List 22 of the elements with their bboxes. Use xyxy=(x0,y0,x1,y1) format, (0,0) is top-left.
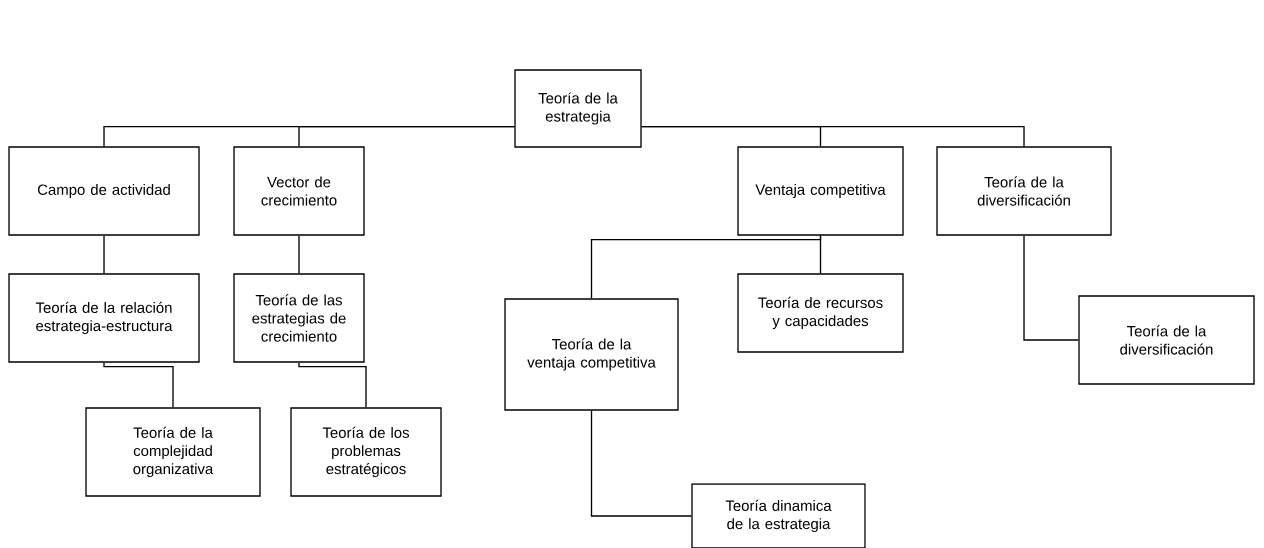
box: Teoría de la estrategia xyxy=(514,69,642,148)
box: Ventaja competitiva xyxy=(737,146,904,236)
box: Teoría dinamica de la estrategia xyxy=(691,483,866,548)
connector-line xyxy=(819,235,822,274)
connector-line xyxy=(1023,235,1079,341)
box: Teoría de la diversificación xyxy=(1078,295,1255,385)
box: Teoría de la relación estrategia-estructura xyxy=(8,273,200,363)
connector-line xyxy=(298,362,367,408)
box: Teoría de las estrategias de crecimiento xyxy=(233,273,365,363)
box: Teoría de los problemas estratégicos xyxy=(290,407,442,497)
box: Teoría de recursos y capacidades xyxy=(737,273,904,353)
box: Teoría de la diversificación xyxy=(936,146,1112,236)
connector-line xyxy=(103,362,174,408)
box: Vector de crecimiento xyxy=(233,146,365,236)
connector-line xyxy=(298,235,300,274)
connector-line xyxy=(590,410,692,517)
connector-line xyxy=(641,126,1025,147)
box: Teoría de la complejidad organizativa xyxy=(85,407,261,497)
box: Teoría de la ventaja competitiva xyxy=(504,298,679,411)
connector-line xyxy=(298,126,515,147)
connector-line xyxy=(103,235,105,274)
box: Campo de actividad xyxy=(8,146,200,236)
